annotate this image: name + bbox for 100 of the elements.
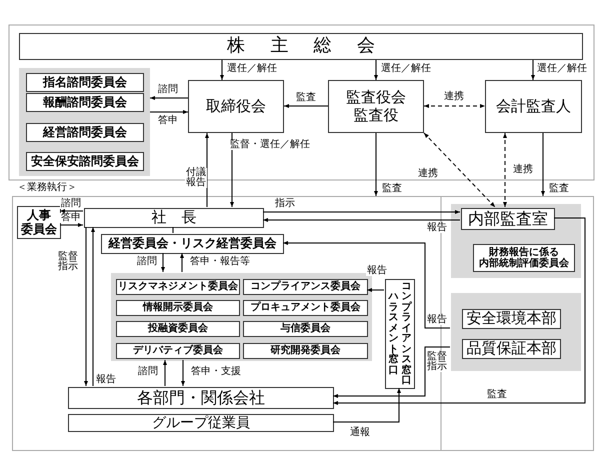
section-heading: ＜業務執行＞ <box>17 182 77 194</box>
arrow <box>180 252 184 272</box>
arrow <box>161 252 165 272</box>
arrow <box>424 132 496 208</box>
edge-label: 監督指示 <box>426 352 448 372</box>
arrow <box>541 132 545 196</box>
edge-label: 諮問 <box>157 85 179 95</box>
group-panel <box>19 68 150 176</box>
edge-label: 答申 <box>157 116 179 126</box>
org-box <box>116 300 240 316</box>
org-box <box>243 300 368 316</box>
box-label: プロキュアメント委員会 <box>250 302 360 314</box>
arrow <box>366 288 384 292</box>
org-box <box>116 321 240 337</box>
arrow <box>150 96 188 100</box>
org-box <box>19 33 583 60</box>
box-label: 人事 <box>27 208 51 222</box>
edge-label: 答申・支援 <box>190 367 242 377</box>
org-box <box>243 343 368 359</box>
box-label: 監査役 <box>354 106 398 124</box>
box-label: 経営諮問委員会 <box>43 126 127 140</box>
edge-label: 諮問 <box>137 367 159 377</box>
org-box <box>68 414 334 432</box>
edge-label: 監査 <box>548 184 570 194</box>
org-box <box>473 244 575 272</box>
edge-label: 諮問 <box>60 199 82 209</box>
org-box <box>188 80 284 133</box>
arrow <box>181 360 185 386</box>
edge-label: 連携 <box>512 165 534 175</box>
edge-label: 連携 <box>443 92 465 102</box>
org-box <box>17 206 61 239</box>
org-box <box>68 387 334 409</box>
arrow <box>60 209 84 213</box>
box-label: 内部統制評価委員会 <box>479 258 569 270</box>
box-label: 各部門・関係会社 <box>137 388 265 408</box>
box-label: 研究開発委員会 <box>270 345 340 357</box>
arrow <box>91 226 95 386</box>
box-label: 社長 <box>150 209 212 227</box>
box-label: グループ従業員 <box>152 414 250 432</box>
edge-label: 答申・報告等 <box>189 257 251 267</box>
box-label: 投融資委員会 <box>148 323 208 335</box>
box-label: 内部監査室 <box>468 210 548 228</box>
box-label: 安全環境本部 <box>466 310 556 328</box>
org-box <box>328 80 424 133</box>
org-box <box>26 73 144 92</box>
edge-label: 選任／解任 <box>226 64 278 74</box>
org-box <box>462 339 561 359</box>
edge-label: 諮問 <box>136 257 158 267</box>
arrow <box>220 60 224 80</box>
edge-label: 報告 <box>95 375 117 385</box>
edge-label: 通報 <box>349 428 371 438</box>
arrow <box>84 226 88 386</box>
edge-label: 監査 <box>381 184 403 194</box>
box-label: デリバティブ委員会 <box>133 345 223 357</box>
edge-label: 付議報告 <box>185 168 207 188</box>
arrow <box>282 241 450 328</box>
box-label: 安全保安諮問委員会 <box>31 154 139 168</box>
box-label: 経営委員会・リスク経営委員会 <box>108 237 276 251</box>
org-box <box>26 152 144 171</box>
edge-label: 監査 <box>486 390 508 400</box>
arrow <box>284 104 328 108</box>
org-box <box>462 309 561 329</box>
box-label: 報酬諮問委員会 <box>43 96 127 110</box>
box-label: 指名諮問委員会 <box>43 76 127 90</box>
edge-label: 指示 <box>274 199 296 209</box>
arrow <box>332 388 401 422</box>
arrow <box>60 223 84 227</box>
box-label: 取締役会 <box>206 98 266 116</box>
edge-label: 報告 <box>426 315 448 325</box>
box-label: 与信委員会 <box>280 323 330 335</box>
box-label: 財務報告に係る <box>489 246 559 258</box>
edge-label: 報告 <box>426 223 448 233</box>
edge-label: 答申 <box>60 213 82 223</box>
edge-label: 選任／解任 <box>536 64 588 74</box>
edge-label: 監督・選任／解任 <box>229 140 311 150</box>
box-label: 監査役会 <box>346 89 406 106</box>
arrow <box>262 218 460 222</box>
org-box <box>84 208 264 228</box>
org-box <box>116 343 240 359</box>
org-box <box>385 279 415 389</box>
box-label: 委員会 <box>21 222 57 236</box>
org-box <box>485 80 582 133</box>
edge-label: 監査 <box>295 93 317 103</box>
box-label: コンプライアンス窓口 <box>402 282 412 386</box>
arrow <box>163 360 167 386</box>
box-label: 情報開示委員会 <box>143 302 213 314</box>
arrow <box>332 346 450 398</box>
org-box <box>243 279 368 295</box>
org-box <box>26 123 144 142</box>
arrow <box>531 60 535 80</box>
arrow <box>205 132 209 208</box>
box-label: リスクマネジメント委員会 <box>118 281 238 293</box>
arrow <box>424 104 486 108</box>
group-panel <box>451 204 581 278</box>
arrow <box>503 132 507 208</box>
arrow <box>374 60 378 80</box>
arrow <box>230 132 234 208</box>
edge-label: 連携 <box>417 169 439 179</box>
edge-label: 監督指示 <box>57 252 79 272</box>
org-box <box>101 234 284 254</box>
